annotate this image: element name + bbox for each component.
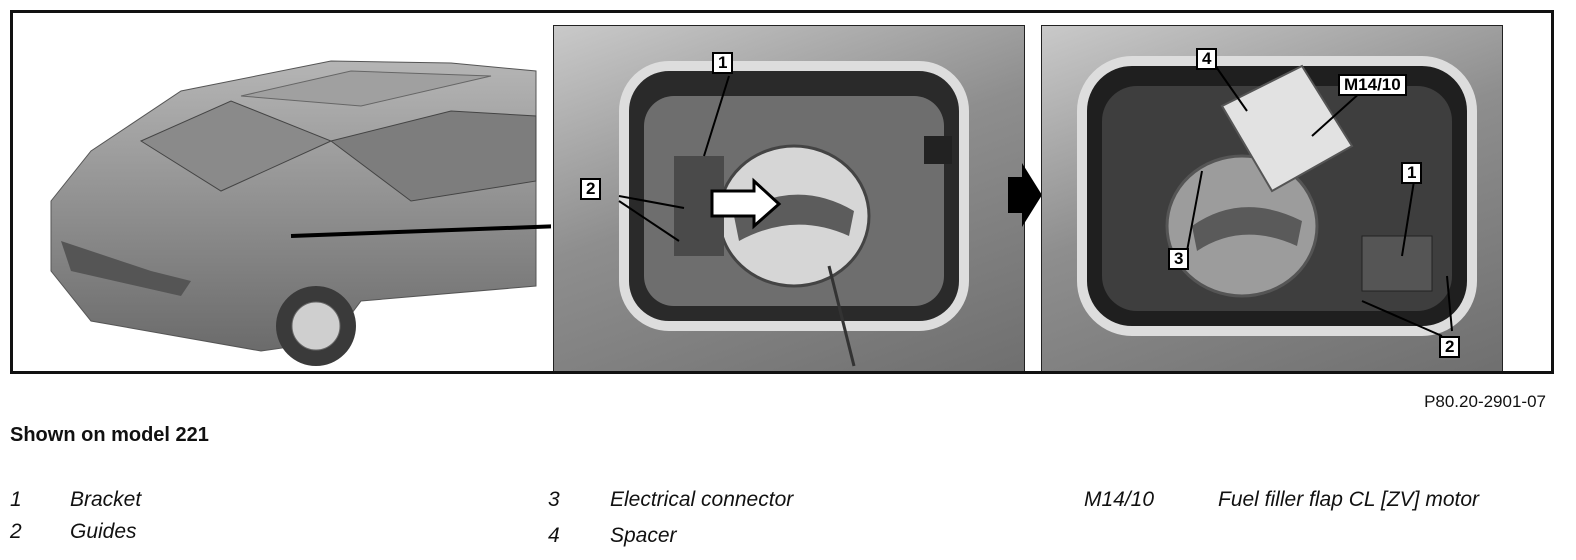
callout-4-right: 4 bbox=[1196, 48, 1218, 70]
legend-text: Bracket bbox=[70, 488, 142, 511]
legend-text: Guides bbox=[70, 520, 137, 543]
arrow-right-icon bbox=[1008, 163, 1042, 232]
figure-frame: 1 2 4 M14/10 1 3 2 bbox=[10, 10, 1554, 374]
callout-2-right: 2 bbox=[1439, 336, 1461, 358]
legend-number: 2 bbox=[10, 520, 22, 543]
callout-m14-10-right: M14/10 bbox=[1338, 74, 1407, 96]
callout-2-left: 2 bbox=[580, 178, 602, 200]
car-illustration bbox=[31, 31, 551, 371]
fuel-flap-photo-after: 4 M14/10 1 3 2 bbox=[1041, 25, 1503, 371]
figure-reference: P80.20-2901-07 bbox=[1424, 392, 1546, 411]
legend-number: 3 bbox=[548, 488, 560, 511]
figure-subtitle: Shown on model 221 bbox=[10, 424, 209, 446]
legend-text: Electrical connector bbox=[610, 488, 794, 511]
legend-number: 1 bbox=[10, 488, 22, 511]
legend-number: 4 bbox=[548, 524, 560, 547]
callout-1-left: 1 bbox=[712, 52, 734, 74]
legend-text: Spacer bbox=[610, 524, 677, 547]
callout-3-right: 3 bbox=[1168, 248, 1190, 270]
legend-number: M14/10 bbox=[1084, 488, 1155, 511]
legend-text: Fuel filler flap CL [ZV] motor bbox=[1218, 488, 1480, 511]
callout-1-right: 1 bbox=[1401, 162, 1423, 184]
fuel-flap-photo-before: 1 2 bbox=[553, 25, 1025, 371]
